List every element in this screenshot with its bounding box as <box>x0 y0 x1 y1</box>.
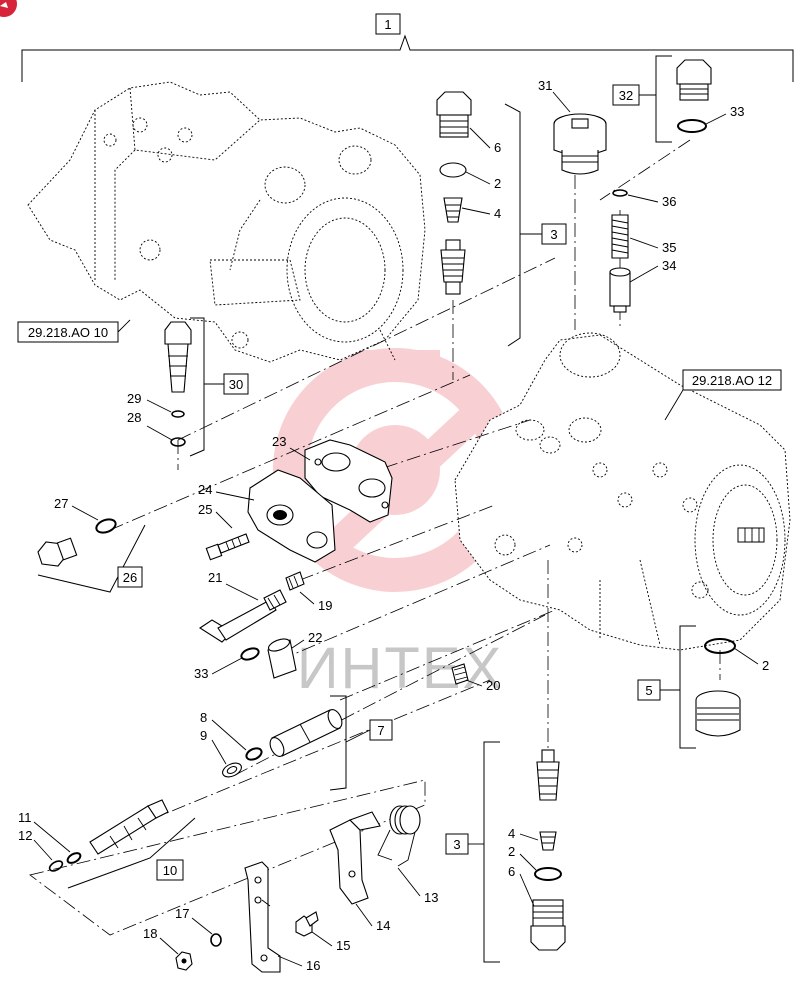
group-3a-label: 3 <box>550 227 557 242</box>
ref-right-box <box>682 369 782 391</box>
tube-21 <box>198 571 305 643</box>
group-1-bracket: 1 <box>21 13 794 82</box>
callout-4a: 4 <box>494 206 501 221</box>
callout-2b: 2 <box>762 658 769 673</box>
group-7-label: 7 <box>377 723 384 738</box>
bolt-25 <box>205 533 250 561</box>
left-pump-housing-ghost <box>27 81 426 363</box>
nut-18 <box>175 933 222 971</box>
callout-25: 25 <box>198 502 212 517</box>
callout-35: 35 <box>662 240 676 255</box>
callout-14: 14 <box>376 918 390 933</box>
shaft-10 <box>48 799 169 872</box>
bolt-15 <box>295 911 319 937</box>
callout-23: 23 <box>272 434 286 449</box>
plug-31 <box>553 113 607 175</box>
group-1-label: 1 <box>384 17 391 32</box>
flange-24 <box>247 469 336 563</box>
callout-18: 18 <box>143 926 157 941</box>
cap-22 <box>240 638 297 679</box>
callout-6a: 6 <box>494 140 501 155</box>
callout-2c: 2 <box>508 844 515 859</box>
group-10-label: 10 <box>163 863 177 878</box>
callout-33a: 33 <box>730 104 744 119</box>
plug-assembly-bottom <box>530 749 566 951</box>
plug-5 <box>695 638 741 737</box>
corner-badge-icon <box>0 0 17 17</box>
callout-31: 31 <box>538 78 552 93</box>
callout-11: 11 <box>18 810 32 825</box>
group-32-label: 32 <box>619 88 633 103</box>
spring-stack-right <box>609 189 631 313</box>
plug-assembly-top <box>436 91 472 295</box>
callout-4b: 4 <box>508 826 515 841</box>
callout-33b: 33 <box>194 666 208 681</box>
callout-24: 24 <box>198 482 212 497</box>
group-26-label: 26 <box>123 570 137 585</box>
callout-17: 17 <box>175 906 189 921</box>
callout-29: 29 <box>127 391 141 406</box>
ref-right-label: 29.218.AO 12 <box>692 373 772 388</box>
callout-28: 28 <box>127 410 141 425</box>
group-5-label: 5 <box>645 683 652 698</box>
callout-15: 15 <box>336 938 350 953</box>
callout-21: 21 <box>208 570 222 585</box>
callout-20: 20 <box>486 678 500 693</box>
watermark-text: ИНТЕХ <box>297 636 503 701</box>
callout-12: 12 <box>18 828 32 843</box>
callout-27: 27 <box>54 496 68 511</box>
callout-36: 36 <box>662 194 676 209</box>
group-3b-label: 3 <box>453 837 460 852</box>
plug-20 <box>451 663 469 685</box>
callout-2a: 2 <box>494 176 501 191</box>
plate-16 <box>244 861 281 973</box>
group-30-label: 30 <box>229 377 243 392</box>
plug-32 <box>676 59 712 133</box>
callout-19: 19 <box>318 598 332 613</box>
spring-13 <box>377 805 421 867</box>
callout-22: 22 <box>308 630 322 645</box>
callout-34: 34 <box>662 258 676 273</box>
callout-6b: 6 <box>508 864 515 879</box>
callout-8: 8 <box>200 710 207 725</box>
callout-9: 9 <box>200 728 207 743</box>
ref-left-label: 29.218.AO 10 <box>28 325 108 340</box>
callout-16: 16 <box>306 958 320 973</box>
relief-valve-30 <box>164 321 192 447</box>
plug-26 <box>37 518 117 567</box>
spool-7 <box>222 709 343 778</box>
callout-13: 13 <box>424 890 438 905</box>
lever-14 <box>329 811 381 905</box>
right-pump-housing-ghost <box>454 332 791 651</box>
